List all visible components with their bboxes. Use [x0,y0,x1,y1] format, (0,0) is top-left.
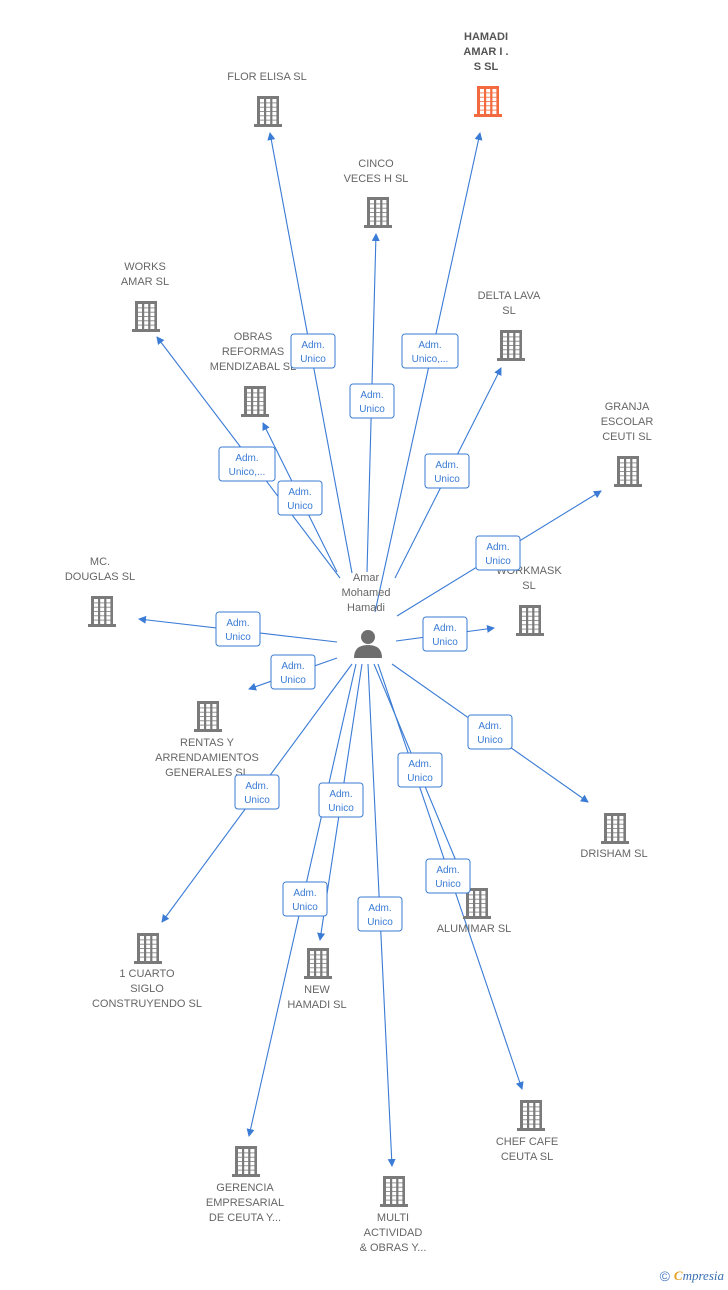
edge-label-works-amar[interactable]: Adm.Unico,... [218,446,276,482]
edge-label-text: Adm.Unico [485,542,511,567]
edge-label-cinco-veces[interactable]: Adm.Unico [349,383,395,419]
building-icon [463,888,491,919]
company-label-mc-douglas: MC.DOUGLAS SL [65,556,135,583]
building-icon [380,1176,408,1207]
company-label-alumimar: ALUMIMAR SL [437,923,512,935]
building-icon [254,96,282,127]
building-icon [614,456,642,487]
edge-label-text: Adm.Unico [432,623,458,648]
edge-label-drisham[interactable]: Adm.Unico [467,714,513,750]
building-icon [364,197,392,228]
building-icon [474,86,502,117]
edge-label-text: Adm.Unico [287,487,313,512]
edge-label-text: Adm.Unico [244,781,270,806]
edge-label-text: Adm.Unico [407,759,433,784]
edge-label-obras-reformas[interactable]: Adm.Unico [277,480,323,516]
edge-label-flor-elisa[interactable]: Adm.Unico [290,333,336,369]
edge-label-gerencia[interactable]: Adm.Unico [282,881,328,917]
company-node-mc-douglas[interactable]: MC.DOUGLAS SL [65,556,135,627]
building-icon [232,1146,260,1177]
brand-logo[interactable]: Cmpresia [673,1268,724,1283]
edge-label-text: Adm.Unico [477,721,503,746]
building-icon [497,330,525,361]
company-node-flor-elisa[interactable]: FLOR ELISA SL [227,71,307,127]
building-icon [134,933,162,964]
copyright-mark: © [659,1268,670,1284]
edge-labels-layer: Adm.Unico,...Adm.UnicoAdm.UnicoAdm.Unico… [215,333,521,932]
edge-label-text: Adm.Unico [367,903,393,928]
company-label-drisham: DRISHAM SL [580,848,647,860]
edge-label-text: Adm.Unico,... [229,453,266,478]
edge-label-new-hamadi[interactable]: Adm.Unico [318,782,364,818]
building-icon [601,813,629,844]
edge-label-mc-douglas[interactable]: Adm.Unico [215,611,261,647]
edge-label-rentas[interactable]: Adm.Unico [270,654,316,690]
edge-label-text: Adm.Unico [435,865,461,890]
edge-label-text: Adm.Unico [280,661,306,686]
edge-label-text: Adm.Unico,... [412,340,449,365]
edge-label-hamadi-amar[interactable]: Adm.Unico,... [401,333,459,369]
edge-label-text: Adm.Unico [434,460,460,485]
company-node-alumimar[interactable]: ALUMIMAR SL [437,888,512,935]
building-icon [241,386,269,417]
building-icon [88,596,116,627]
edge-label-workmask[interactable]: Adm.Unico [422,616,468,652]
edge-label-text: Adm.Unico [328,789,354,814]
building-icon [517,1100,545,1131]
edge-label-alumimar[interactable]: Adm.Unico [397,752,443,788]
edge-label-text: Adm.Unico [292,888,318,913]
edge-label-delta-lava[interactable]: Adm.Unico [424,453,470,489]
building-icon [194,701,222,732]
edge-hamadi-amar [374,132,483,613]
edge-label-cuarto-siglo[interactable]: Adm.Unico [234,774,280,810]
edge-label-text: Adm.Unico [359,390,385,415]
company-node-drisham[interactable]: DRISHAM SL [580,813,648,860]
building-icon [304,948,332,979]
edge-label-multi-actividad[interactable]: Adm.Unico [357,896,403,932]
person-icon [354,630,382,658]
building-icon [516,605,544,636]
footer-brand: © Cmpresia [660,1268,724,1284]
edge-label-text: Adm.Unico [225,618,251,643]
company-label-flor-elisa: FLOR ELISA SL [227,71,306,83]
building-icon [132,301,160,332]
edge-label-chef-cafe[interactable]: Adm.Unico [425,858,471,894]
edge-label-granja-escolar[interactable]: Adm.Unico [475,535,521,571]
edge-label-text: Adm.Unico [300,340,326,365]
